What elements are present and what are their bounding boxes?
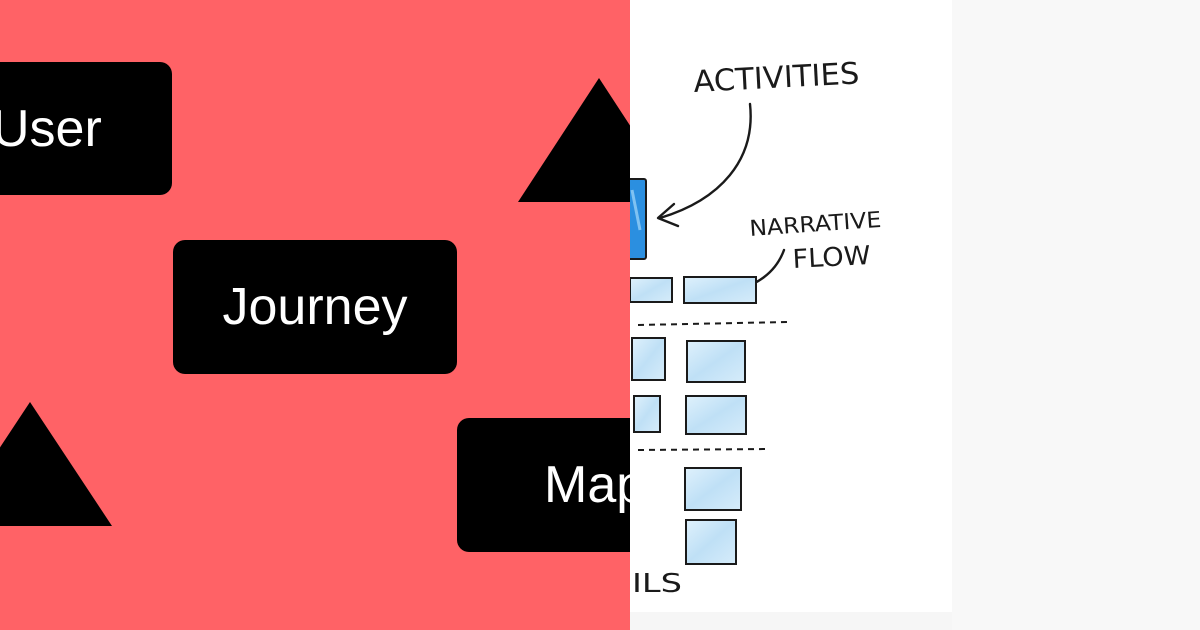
word-user: User	[0, 99, 102, 158]
word-box-journey: Journey	[173, 240, 457, 374]
triangle-bottom-left	[0, 402, 112, 526]
title-panel: User Journey Map	[0, 0, 630, 630]
label-details-partial: ILS	[632, 569, 682, 599]
activity-card-highlight	[630, 189, 642, 231]
sticky-r2-1	[684, 467, 742, 511]
arrowhead-activities	[656, 202, 680, 228]
word-box-user: User	[0, 62, 172, 195]
word-box-map: Map	[457, 418, 630, 552]
blank-panel	[952, 0, 1200, 630]
arrow-activities	[658, 102, 752, 220]
sketch-illustration: ACTIVITIES NARRATIVE FLOW	[630, 56, 952, 630]
sketch-bottom-strip	[630, 612, 952, 630]
sticky-r2-2	[685, 519, 737, 565]
sticky-r1-2	[686, 340, 746, 383]
label-narrative: NARRATIVE	[749, 208, 882, 242]
label-activities: ACTIVITIES	[693, 56, 861, 100]
sticky-r1-4	[685, 395, 747, 435]
divider-1	[637, 321, 789, 326]
divider-2	[637, 448, 769, 451]
sticky-narrative-1	[630, 277, 673, 303]
sticky-narrative-2	[683, 276, 757, 304]
word-journey: Journey	[222, 278, 408, 336]
story-map-sketch: ACTIVITIES NARRATIVE FLOW	[630, 0, 952, 630]
word-map: Map	[544, 456, 630, 514]
triangle-top-right	[518, 78, 630, 202]
label-flow: FLOW	[792, 241, 871, 275]
sticky-r1-1	[631, 337, 666, 381]
sticky-r1-3	[633, 395, 661, 433]
